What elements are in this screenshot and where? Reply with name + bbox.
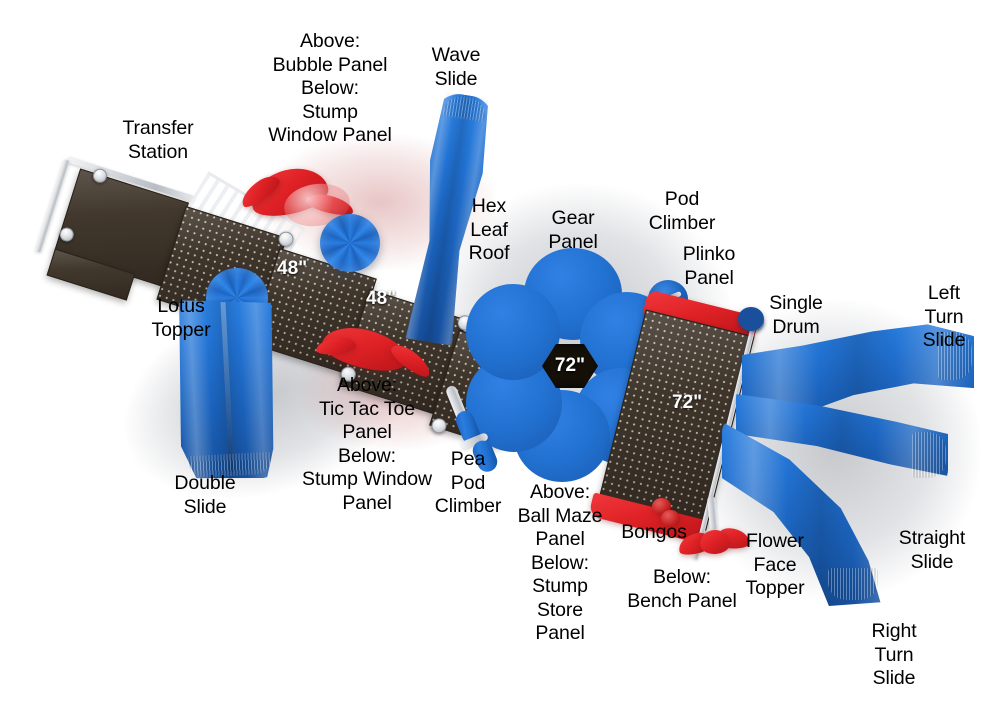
bongos bbox=[652, 498, 686, 527]
label-single-drum: Single Drum bbox=[769, 292, 823, 338]
bongo-drum-2 bbox=[661, 510, 680, 527]
dimension-72-roof: 72" bbox=[554, 355, 586, 376]
dimension-48-left: 48" bbox=[277, 258, 308, 279]
label-double-slide: Double Slide bbox=[174, 472, 236, 518]
label-pod-climber: Pod Climber bbox=[648, 188, 716, 234]
label-lotus-topper: Lotus Topper bbox=[151, 295, 211, 341]
label-ball-maze-panel: Above: Ball Maze Panel Below: Stump Stor… bbox=[517, 481, 603, 644]
label-wave-slide: Wave Slide bbox=[431, 44, 481, 90]
label-gear-panel: Gear Panel bbox=[548, 207, 598, 253]
label-bongos: Bongos bbox=[621, 521, 687, 543]
label-plinko-panel: Plinko Panel bbox=[682, 243, 736, 289]
label-left-turn-slide: Left Turn Slide bbox=[922, 282, 966, 351]
label-transfer-station: Transfer Station bbox=[122, 117, 194, 163]
dimension-48-right: 48" bbox=[366, 288, 397, 309]
label-hex-leaf-roof: Hex Leaf Roof bbox=[468, 195, 510, 264]
label-pea-pod-climber: Pea Pod Climber bbox=[434, 448, 502, 517]
single-drum bbox=[738, 307, 764, 331]
label-straight-slide: Straight Slide bbox=[898, 527, 966, 573]
label-bubble-stump-panel: Above: Bubble Panel Below: Stump Window … bbox=[268, 30, 392, 146]
lotus-topper-upper bbox=[320, 214, 380, 272]
dimension-72-right-deck: 72" bbox=[672, 392, 703, 413]
label-flower-face-topper: Flower Face Topper bbox=[745, 530, 805, 599]
label-tic-tac-toe-panel: Above: Tic Tac Toe Panel Below: Stump Wi… bbox=[302, 374, 432, 514]
label-bench-panel: Below: Bench Panel bbox=[627, 566, 737, 612]
label-right-turn-slide: Right Turn Slide bbox=[871, 620, 917, 689]
